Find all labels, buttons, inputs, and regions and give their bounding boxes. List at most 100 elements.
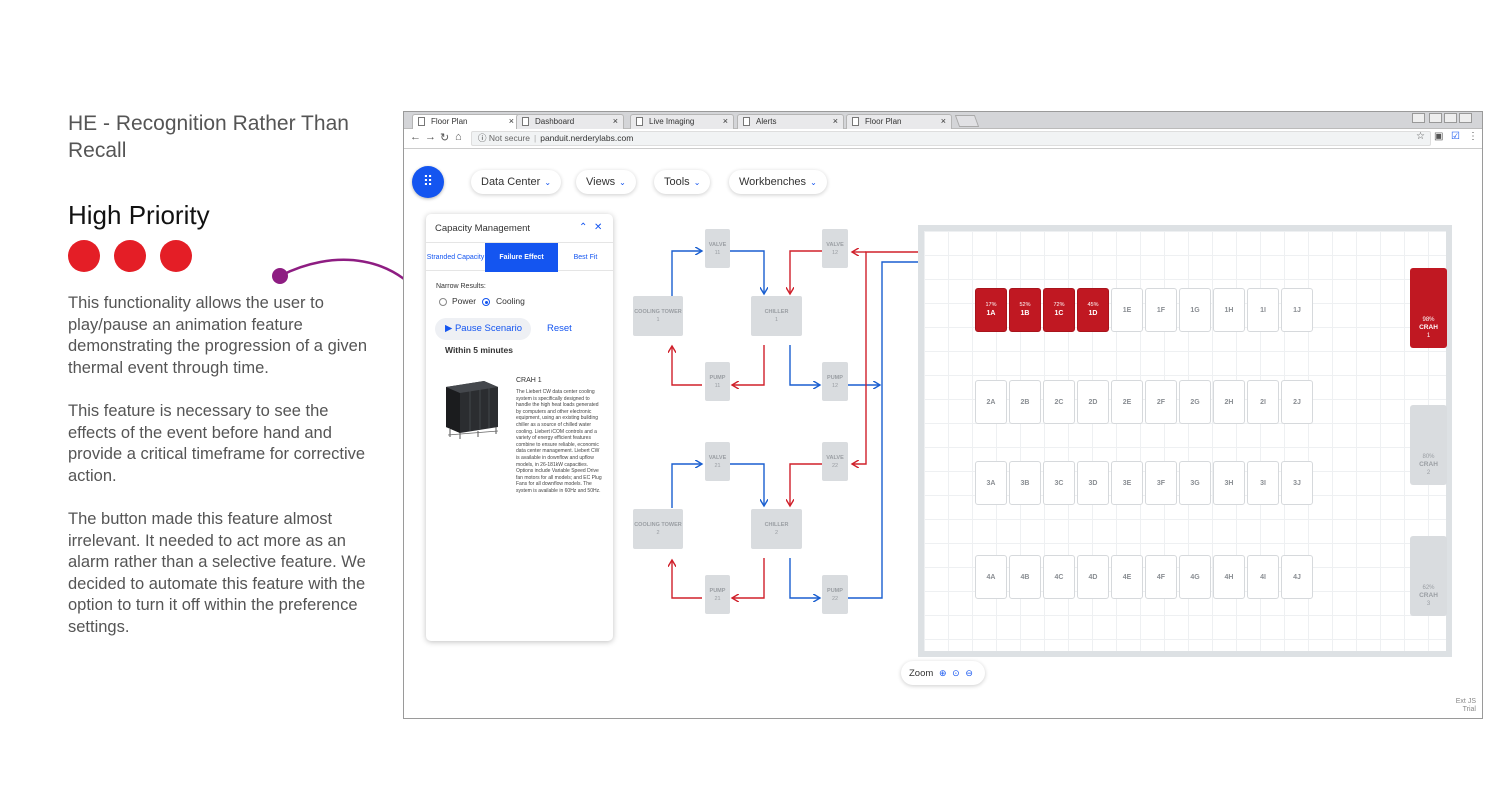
- rack-3e[interactable]: 3E: [1111, 461, 1143, 505]
- rack-3j[interactable]: 3J: [1281, 461, 1313, 505]
- tab-stranded-capacity[interactable]: Stranded Capacity: [426, 254, 485, 261]
- browser-tab-floor-plan-2[interactable]: Floor Plan ×: [846, 114, 952, 129]
- cooling-radio[interactable]: [482, 298, 490, 306]
- rack-3d[interactable]: 3D: [1077, 461, 1109, 505]
- tools-menu[interactable]: Tools⌄: [654, 170, 711, 194]
- minimize-icon[interactable]: [1429, 113, 1442, 123]
- close-icon[interactable]: ×: [940, 116, 946, 126]
- rack-4h[interactable]: 4H: [1213, 555, 1245, 599]
- workbenches-menu[interactable]: Workbenches⌄: [729, 170, 827, 194]
- close-icon[interactable]: ×: [722, 116, 728, 126]
- rack-4f[interactable]: 4F: [1145, 555, 1177, 599]
- close-icon[interactable]: ✕: [594, 222, 603, 233]
- rack-1h[interactable]: 1H: [1213, 288, 1245, 332]
- rack-4e[interactable]: 4E: [1111, 555, 1143, 599]
- rack-3i[interactable]: 3I: [1247, 461, 1279, 505]
- rack-1c[interactable]: 72%1C: [1043, 288, 1075, 332]
- rack-1d[interactable]: 45%1D: [1077, 288, 1109, 332]
- node-number: 2: [656, 530, 660, 536]
- back-icon[interactable]: ←: [410, 131, 421, 143]
- close-icon[interactable]: ×: [612, 116, 618, 126]
- apps-grid-icon[interactable]: ⠿: [412, 166, 444, 198]
- rack-1i[interactable]: 1I: [1247, 288, 1279, 332]
- browser-menu-icon[interactable]: ⋮: [1468, 131, 1478, 142]
- rack-4i[interactable]: 4I: [1247, 555, 1279, 599]
- views-menu[interactable]: Views⌄: [576, 170, 636, 194]
- rack-label: 1E: [1122, 306, 1132, 314]
- tab-best-fit[interactable]: Best Fit: [573, 254, 598, 261]
- rack-3f[interactable]: 3F: [1145, 461, 1177, 505]
- rack-2a[interactable]: 2A: [975, 380, 1007, 424]
- rack-load: 52%: [1019, 302, 1031, 308]
- data-center-menu[interactable]: Data Center⌄: [471, 170, 562, 194]
- profile-icon[interactable]: [1412, 113, 1425, 123]
- rack-4d[interactable]: 4D: [1077, 555, 1109, 599]
- rack-2g[interactable]: 2G: [1179, 380, 1211, 424]
- close-icon[interactable]: ×: [832, 116, 838, 126]
- reload-icon[interactable]: ↻: [440, 132, 450, 144]
- browser-tab-live-imaging[interactable]: Live Imaging ×: [630, 114, 734, 129]
- bookmark-star-icon[interactable]: ☆: [1416, 131, 1425, 142]
- tab-failure-effect[interactable]: Failure Effect: [485, 243, 558, 272]
- rack-4g[interactable]: 4G: [1179, 555, 1211, 599]
- extension-icon[interactable]: ▣: [1434, 131, 1444, 142]
- rack-3h[interactable]: 3H: [1213, 461, 1245, 505]
- rack-2f[interactable]: 2F: [1145, 380, 1177, 424]
- rack-2j[interactable]: 2J: [1281, 380, 1313, 424]
- rack-2d[interactable]: 2D: [1077, 380, 1109, 424]
- browser-tab-floor-plan[interactable]: Floor Plan ×: [412, 114, 520, 129]
- rack-2h[interactable]: 2H: [1213, 380, 1245, 424]
- rack-3c[interactable]: 3C: [1043, 461, 1075, 505]
- reset-link[interactable]: Reset: [547, 323, 572, 334]
- power-radio[interactable]: [439, 298, 447, 306]
- info-icon[interactable]: ⓘ: [478, 133, 487, 143]
- rack-1f[interactable]: 1F: [1145, 288, 1177, 332]
- pause-scenario-button[interactable]: ▶ Pause Scenario: [435, 318, 531, 340]
- rack-2b[interactable]: 2B: [1009, 380, 1041, 424]
- checklist-extension-icon[interactable]: ☑: [1451, 131, 1460, 142]
- browser-tab-dashboard[interactable]: Dashboard ×: [516, 114, 624, 129]
- rack-1b[interactable]: 52%1B: [1009, 288, 1041, 332]
- restore-icon[interactable]: [1444, 113, 1457, 123]
- rack-2i[interactable]: 2I: [1247, 380, 1279, 424]
- forward-icon[interactable]: →: [425, 131, 436, 143]
- rack-3b[interactable]: 3B: [1009, 461, 1041, 505]
- rack-2e[interactable]: 2E: [1111, 380, 1143, 424]
- rack-1g[interactable]: 1G: [1179, 288, 1211, 332]
- rack-4a[interactable]: 4A: [975, 555, 1007, 599]
- rack-2c[interactable]: 2C: [1043, 380, 1075, 424]
- rack-4c[interactable]: 4C: [1043, 555, 1075, 599]
- rack-1j[interactable]: 1J: [1281, 288, 1313, 332]
- rack-4j[interactable]: 4J: [1281, 555, 1313, 599]
- rack-3a[interactable]: 3A: [975, 461, 1007, 505]
- rack-3g[interactable]: 3G: [1179, 461, 1211, 505]
- browser-tab-alerts[interactable]: Alerts ×: [737, 114, 844, 129]
- rack-1a[interactable]: 17%1A: [975, 288, 1007, 332]
- zoom-in-icon[interactable]: ⊕: [938, 668, 947, 678]
- zoom-reset-icon[interactable]: ⊙: [952, 668, 960, 678]
- rack-1e[interactable]: 1E: [1111, 288, 1143, 332]
- home-icon[interactable]: ⌂: [455, 131, 462, 143]
- window-close-icon[interactable]: [1459, 113, 1472, 123]
- url-input[interactable]: ⓘ Not secure|panduit.nerderylabs.com: [471, 131, 1431, 146]
- new-tab-button[interactable]: [954, 115, 980, 127]
- rack-4b[interactable]: 4B: [1009, 555, 1041, 599]
- zoom-out-icon[interactable]: ⊖: [965, 668, 973, 678]
- collapse-icon[interactable]: ⌃: [579, 222, 588, 233]
- close-icon[interactable]: ×: [508, 116, 514, 126]
